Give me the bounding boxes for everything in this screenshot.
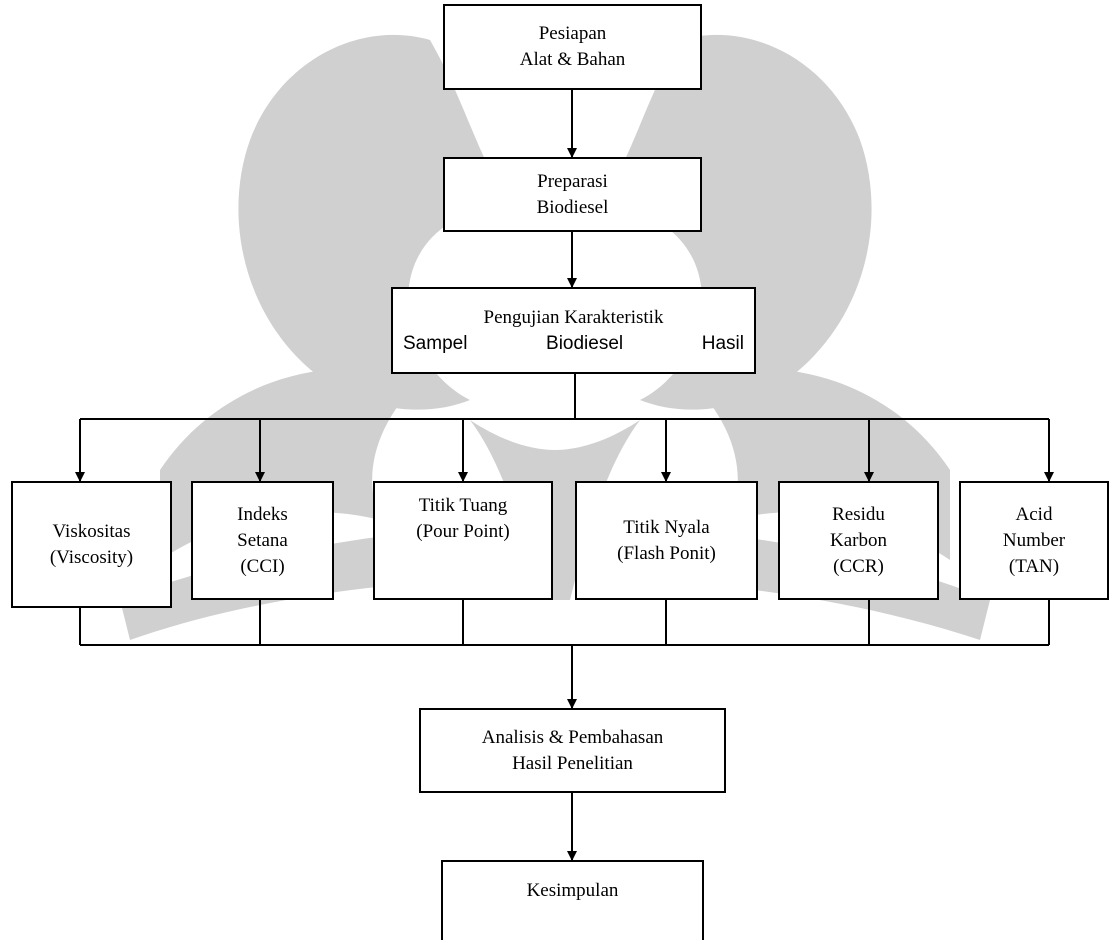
box-titik-nyala-line1: Titik Nyala [623, 516, 710, 538]
box-viskositas-line2: (Viscosity) [49, 546, 134, 568]
box-titik-tuang-line2: (Pour Point) [416, 521, 510, 542]
box-acid-line1: Acid [1015, 503, 1053, 525]
box-pengujian-word-2: Biodiesel [546, 332, 624, 354]
box-acid-line3: (TAN) [1008, 555, 1060, 577]
box-persiapan-line2: Alat & Bahan [519, 49, 626, 70]
box-titik-nyala: Titik Nyala (Flash Ponit) [575, 481, 758, 600]
box-residu-line1: Residu [832, 503, 885, 525]
box-titik-tuang-line1: Titik Tuang [418, 495, 508, 516]
box-acid-number: Acid Number (TAN) [959, 481, 1109, 600]
box-kesimpulan-line1: Kesimpulan [526, 880, 619, 901]
box-preparasi: Preparasi Biodiesel [443, 157, 702, 232]
box-viskositas-line1: Viskositas [52, 520, 131, 542]
box-pengujian: Pengujian Karakteristik Sampel Biodiesel… [391, 287, 756, 374]
box-indeks-line1: Indeks [237, 503, 288, 525]
box-viskositas: Viskositas (Viscosity) [11, 481, 172, 608]
box-indeks-setana: Indeks Setana (CCI) [191, 481, 334, 600]
box-analisis-line1: Analisis & Pembahasan [481, 726, 664, 748]
box-indeks-line3: (CCI) [240, 555, 285, 577]
box-indeks-line2: Setana [237, 529, 288, 551]
box-titik-nyala-line2: (Flash Ponit) [617, 542, 716, 564]
box-preparasi-line2: Biodiesel [536, 196, 609, 218]
box-kesimpulan: Kesimpulan [441, 860, 704, 940]
box-pengujian-line1: Pengujian Karakteristik [483, 306, 664, 328]
box-preparasi-line1: Preparasi [537, 170, 608, 192]
box-residu-line3: (CCR) [833, 555, 884, 577]
box-residu-karbon: Residu Karbon (CCR) [778, 481, 939, 600]
box-pengujian-word-3: Hasil [701, 332, 744, 354]
box-analisis-line2: Hasil Penelitian [512, 752, 633, 774]
box-analisis: Analisis & Pembahasan Hasil Penelitian [419, 708, 726, 793]
box-acid-line2: Number [1002, 529, 1066, 551]
box-persiapan-line1: Pesiapan [538, 23, 607, 44]
box-residu-line2: Karbon [830, 529, 887, 551]
box-pengujian-word-1: Sampel [403, 332, 468, 354]
box-pengujian-line2: Sampel Biodiesel Hasil [393, 331, 754, 357]
box-persiapan: Pesiapan Alat & Bahan [443, 4, 702, 90]
box-titik-tuang: Titik Tuang (Pour Point) [373, 481, 553, 600]
